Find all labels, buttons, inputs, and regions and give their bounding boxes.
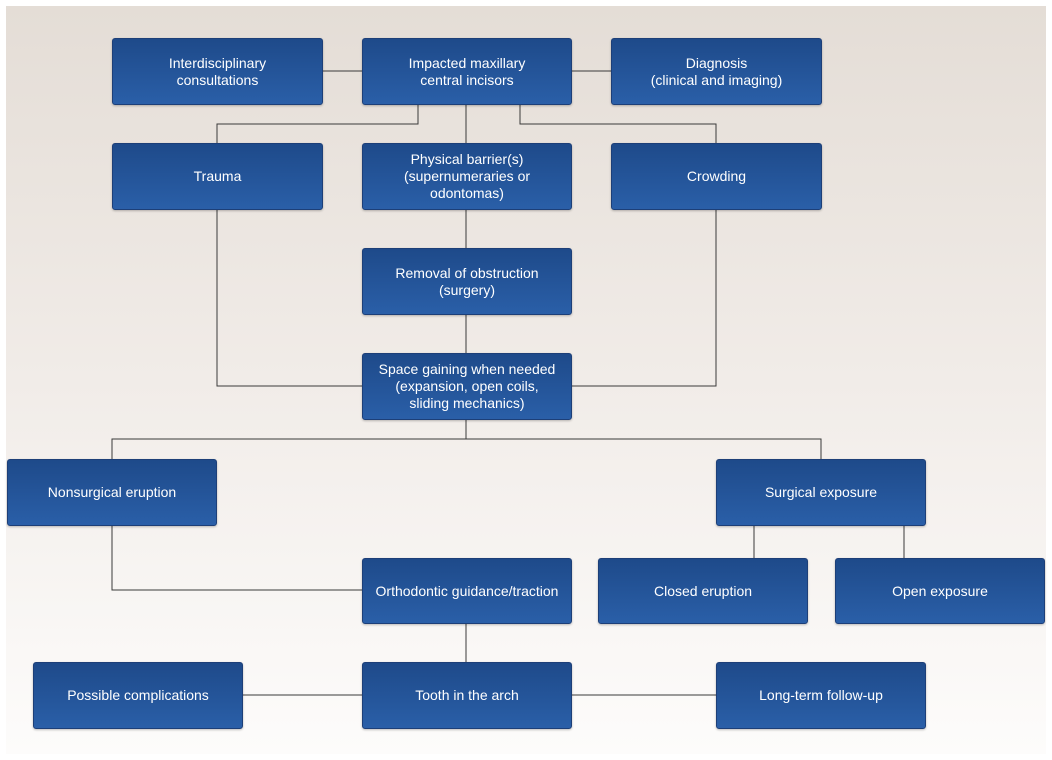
possible-complications-box: Possible complications [33,662,243,729]
long-term-follow-up-box: Long-term follow-up [716,662,926,729]
connector-branch-surgical [466,438,822,459]
space-gaining-box: Space gaining when needed (expansion, op… [362,353,572,420]
orthodontic-guidance-box: Orthodontic guidance/traction [362,558,572,624]
connector-impacted-crowding [519,104,717,143]
interdisciplinary-consultations-box: Interdisciplinary consultations [112,38,323,105]
physical-barrier-box: Physical barrier(s) (supernumeraries or … [362,143,572,210]
connector-impacted-trauma [216,104,419,143]
removal-of-obstruction-box: Removal of obstruction (surgery) [362,248,572,315]
trauma-box: Trauma [112,143,323,210]
nonsurgical-eruption-box: Nonsurgical eruption [7,459,217,526]
closed-eruption-box: Closed eruption [598,558,808,624]
open-exposure-box: Open exposure [835,558,1045,624]
connector-branch-nonsurgical [111,438,466,459]
connector-nonsurgical-orthodontic [111,526,362,591]
tooth-in-arch-box: Tooth in the arch [362,662,572,729]
connector-trauma-space [216,210,362,387]
connector-crowding-space [572,210,717,387]
impacted-incisors-box: Impacted maxillary central incisors [362,38,572,105]
diagnosis-box: Diagnosis (clinical and imaging) [611,38,822,105]
crowding-box: Crowding [611,143,822,210]
surgical-exposure-box: Surgical exposure [716,459,926,526]
